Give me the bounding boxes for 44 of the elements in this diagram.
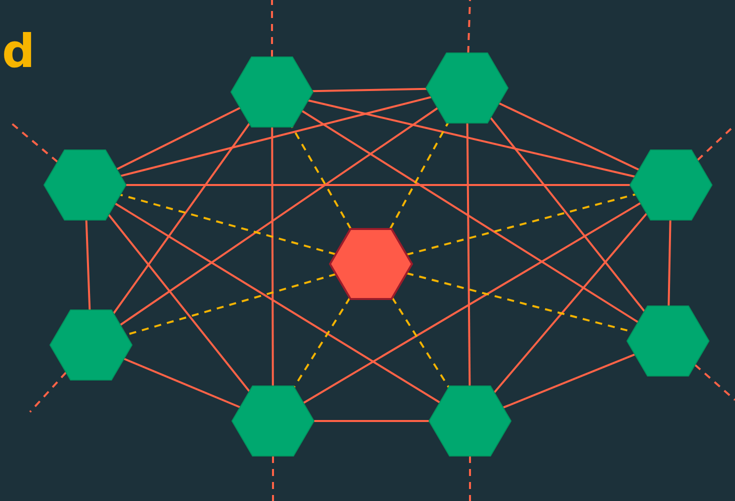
connector-line: [466, 123, 471, 386]
hexagon-node: [629, 150, 713, 220]
dangling-link: [469, 456, 471, 501]
connector-line: [116, 106, 241, 170]
connector-line: [291, 126, 352, 230]
connector-line: [494, 212, 648, 394]
connector-line: [114, 202, 440, 404]
hexagon-node: [425, 52, 509, 124]
connector-line: [502, 353, 636, 409]
connector-line: [668, 220, 672, 306]
connector-line: [120, 107, 438, 326]
connector-line: [490, 117, 646, 312]
connector-line: [314, 420, 429, 422]
connector-line: [406, 193, 636, 256]
connector-line: [120, 96, 432, 177]
hexagon-node: [428, 386, 512, 456]
hexagon-node: [626, 306, 710, 376]
central-hexagon-node: [328, 228, 414, 300]
connector-line: [120, 194, 336, 256]
dangling-link: [29, 372, 67, 413]
connector-line: [108, 214, 250, 392]
connector-line: [293, 297, 351, 388]
dangling-link: [694, 364, 735, 401]
hexagon-node: [231, 386, 315, 456]
dangling-link: [272, 456, 274, 501]
connector-line: [389, 122, 449, 230]
connector-line: [302, 202, 642, 404]
connector-line: [308, 99, 636, 178]
connector-line: [124, 358, 240, 408]
title: d: [2, 26, 35, 77]
dangling-link: [271, 0, 273, 57]
connector-line: [112, 122, 250, 314]
dangling-link: [467, 0, 471, 54]
connector-line: [391, 297, 450, 388]
hexagon-node: [230, 56, 314, 128]
hexagon-node: [43, 150, 127, 220]
connector-line: [498, 102, 640, 171]
connector-line: [85, 220, 91, 310]
connector-line: [126, 184, 630, 186]
hexagon-node: [49, 310, 133, 380]
connector-line: [271, 127, 274, 386]
connector-line: [301, 110, 639, 323]
connector-line: [312, 88, 426, 92]
dangling-link: [9, 121, 58, 163]
